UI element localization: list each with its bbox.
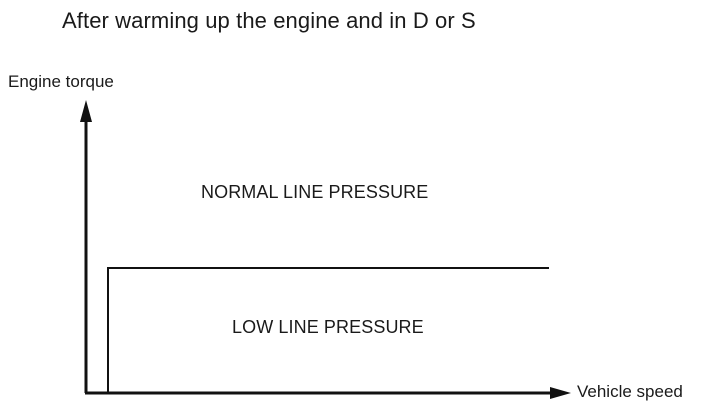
page-title: After warming up the engine and in D or … bbox=[62, 8, 476, 33]
x-axis-label: Vehicle speed bbox=[577, 382, 683, 401]
normal-line-pressure-label: NORMAL LINE PRESSURE bbox=[201, 182, 429, 202]
y-axis-arrowhead bbox=[80, 100, 92, 122]
low-line-pressure-label: LOW LINE PRESSURE bbox=[232, 317, 424, 337]
y-axis-label: Engine torque bbox=[8, 72, 114, 91]
x-axis-arrowhead bbox=[550, 387, 571, 399]
